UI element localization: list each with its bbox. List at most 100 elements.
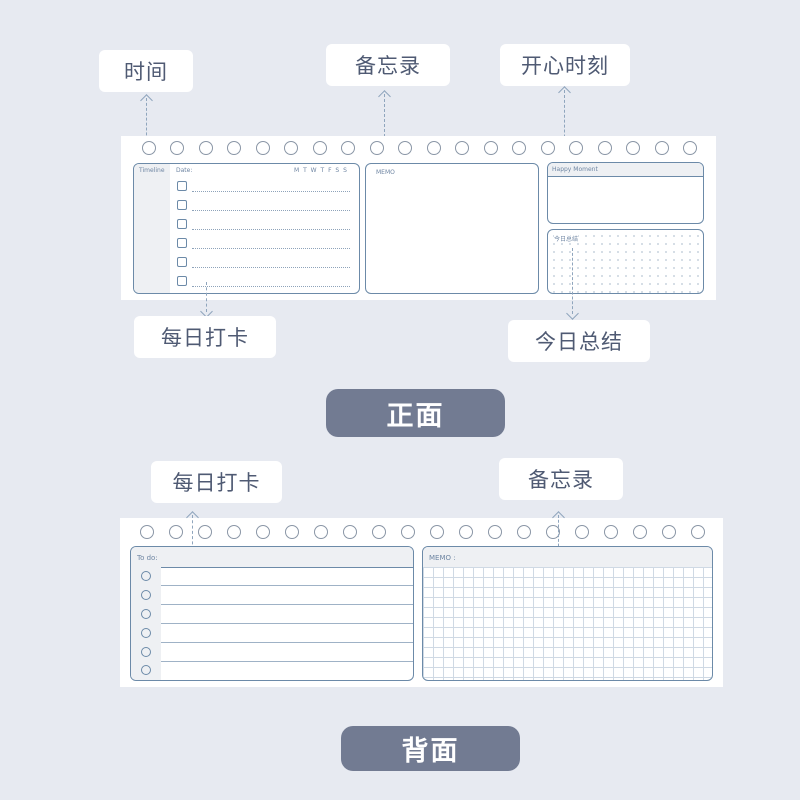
binder-ring [314, 525, 328, 539]
binder-ring [691, 525, 705, 539]
todo-line [161, 623, 413, 624]
callout-back-checkin: 每日打卡 [151, 461, 282, 503]
callout-daily-summary: 今日总结 [508, 320, 650, 362]
binder-ring [398, 141, 412, 155]
binder-ring [598, 141, 612, 155]
leader-line [384, 94, 385, 172]
todo-bullet[interactable] [141, 665, 151, 675]
binder-ring [227, 525, 241, 539]
leader-line [572, 248, 573, 314]
todo-line [161, 661, 413, 662]
binder-ring [662, 525, 676, 539]
todo-bullet[interactable] [141, 571, 151, 581]
checkbox[interactable] [177, 219, 187, 229]
binder-ring [313, 141, 327, 155]
callout-memo: 备忘录 [326, 44, 450, 86]
date-label: Date: [176, 167, 193, 174]
back-badge-label: 背面 [401, 736, 460, 767]
binder-ring [546, 525, 560, 539]
memo-label: MEMO [376, 169, 395, 176]
binder-ring [227, 141, 241, 155]
binder-ring [198, 525, 212, 539]
entry-line [192, 286, 350, 287]
binder-ring [459, 525, 473, 539]
checkbox[interactable] [177, 276, 187, 286]
binder-ring [427, 141, 441, 155]
daily-checkin-panel: Timeline Date: M T W T F S S [133, 163, 360, 294]
binder-ring [488, 525, 502, 539]
todo-bullet[interactable] [141, 647, 151, 657]
todo-bullet[interactable] [141, 590, 151, 600]
binder-ring [140, 525, 154, 539]
checkbox[interactable] [177, 200, 187, 210]
leader-line [564, 90, 565, 172]
leader-line [146, 98, 147, 160]
happy-moment-panel: Happy Moment [547, 162, 704, 224]
todo-marker-column [131, 567, 161, 680]
leader-line [206, 282, 207, 312]
callout-summary-label: 今日总结 [535, 330, 623, 354]
binder-ring [575, 525, 589, 539]
checkbox[interactable] [177, 257, 187, 267]
leader-line [558, 515, 559, 561]
todo-line [161, 642, 413, 643]
grid-memo-panel: MEMO : [422, 546, 713, 681]
daily-summary-label: 今日总结 [554, 234, 579, 243]
binder-ring [142, 141, 156, 155]
memo-panel: MEMO [365, 163, 539, 294]
timeline-column [134, 164, 170, 293]
entry-line [192, 248, 350, 249]
binder-ring [512, 141, 526, 155]
leader-line [192, 515, 193, 555]
binder-ring [626, 141, 640, 155]
binder-ring [256, 141, 270, 155]
binder-ring [199, 141, 213, 155]
happy-moment-header [548, 163, 703, 177]
binder-ring [170, 141, 184, 155]
todo-label: To do: [137, 554, 158, 562]
binder-ring [372, 525, 386, 539]
binder-ring [569, 141, 583, 155]
todo-bullet[interactable] [141, 609, 151, 619]
binder-ring [683, 141, 697, 155]
front-badge: 正面 [326, 389, 505, 437]
binder-ring [401, 525, 415, 539]
todo-panel: To do: [130, 546, 414, 681]
callout-time: 时间 [99, 50, 193, 92]
binder-ring [517, 525, 531, 539]
entry-line [192, 267, 350, 268]
entry-line [192, 191, 350, 192]
grid-memo-label: MEMO : [429, 554, 456, 562]
checkbox[interactable] [177, 238, 187, 248]
binder-ring [169, 525, 183, 539]
happy-moment-label: Happy Moment [552, 166, 598, 173]
timeline-label: Timeline [139, 167, 165, 174]
front-badge-label: 正面 [386, 400, 445, 432]
binder-ring [604, 525, 618, 539]
grid-paper [423, 567, 712, 680]
entry-line [192, 229, 350, 230]
binder-ring [285, 525, 299, 539]
callout-happy-label: 开心时刻 [521, 54, 609, 78]
binder-ring [370, 141, 384, 155]
binder-ring [256, 525, 270, 539]
callout-back-checkin-label: 每日打卡 [172, 471, 261, 495]
callout-daily-checkin: 每日打卡 [134, 316, 276, 358]
binder-ring [341, 141, 355, 155]
arrow-down-icon [566, 307, 579, 320]
callout-memo-label: 备忘录 [355, 54, 421, 78]
callout-back-memo-label: 备忘录 [528, 468, 594, 492]
binder-ring [484, 141, 498, 155]
callout-back-memo: 备忘录 [499, 458, 623, 500]
binder-ring [455, 141, 469, 155]
binder-ring [541, 141, 555, 155]
todo-bullet[interactable] [141, 628, 151, 638]
callout-happy-moment: 开心时刻 [500, 44, 630, 86]
todo-line [161, 585, 413, 586]
checkbox[interactable] [177, 181, 187, 191]
binder-ring [655, 141, 669, 155]
callout-time-label: 时间 [124, 60, 168, 84]
entry-line [192, 210, 350, 211]
grid-memo-header [423, 547, 712, 568]
callout-checkin-label: 每日打卡 [161, 326, 249, 350]
